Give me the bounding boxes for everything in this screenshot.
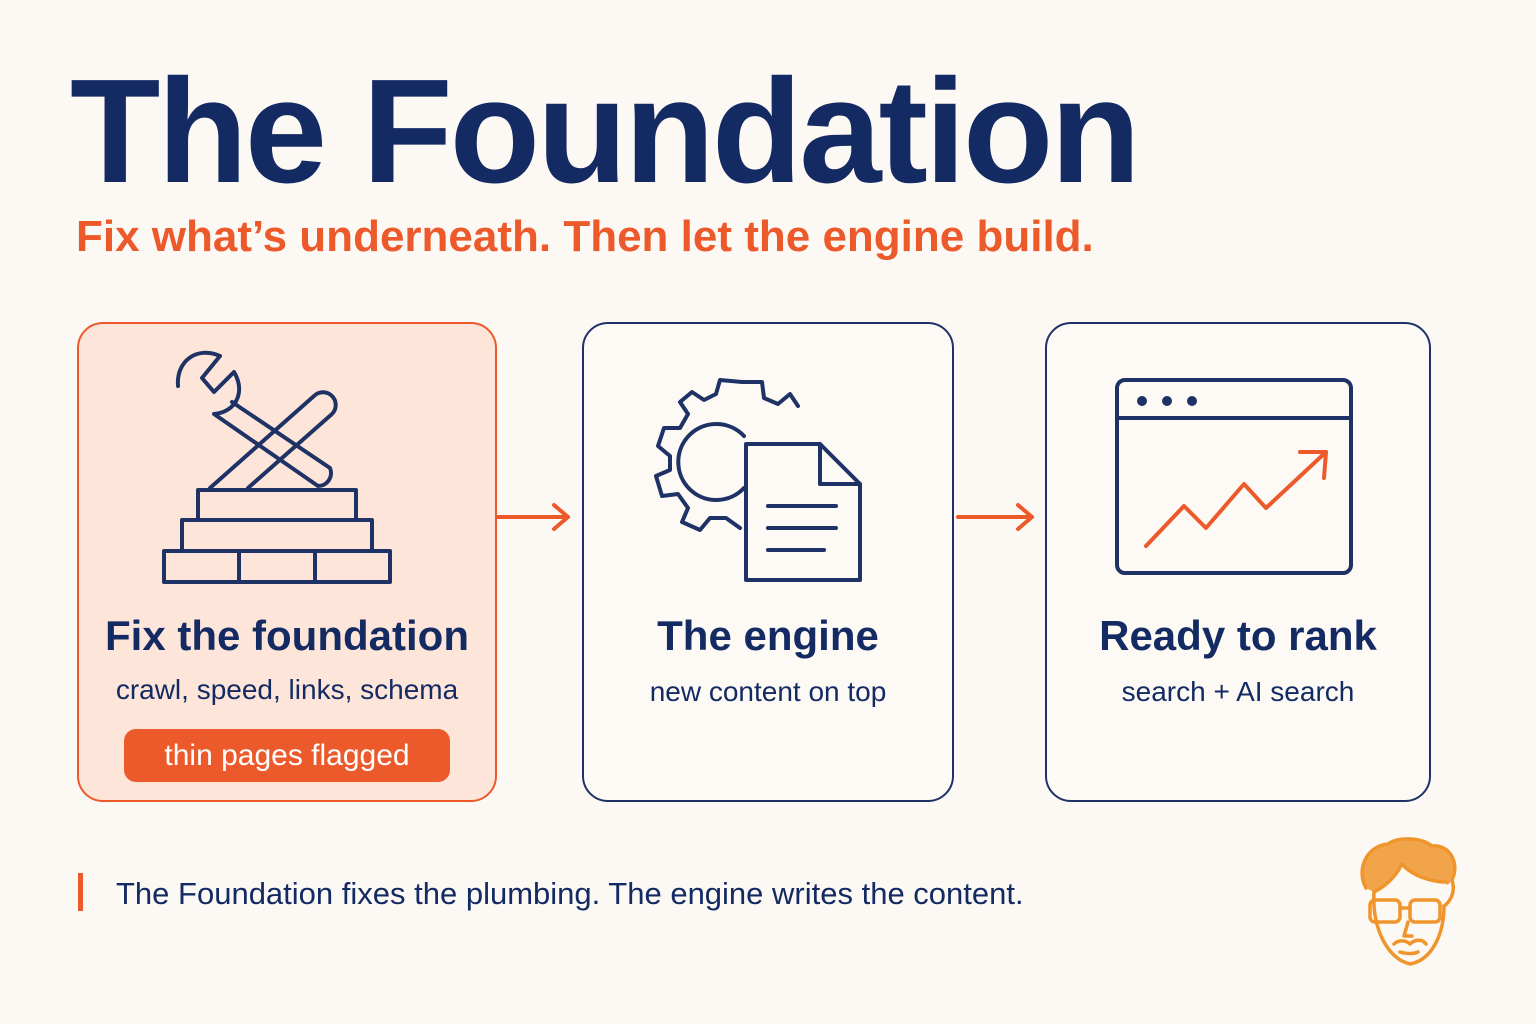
step-subtitle-engine: new content on top [649,676,887,707]
footer-accent-bar [78,873,83,911]
arrow-right-icon [956,503,1034,531]
step-subtitle-fix-foundation: crawl, speed, links, schema [115,674,459,705]
thin-pages-badge: thin pages flagged [124,729,450,782]
mascot-face-icon [1360,837,1457,966]
step-card-ready-to-rank [1045,322,1431,802]
step-card-engine [582,322,954,802]
arrow-right-icon [496,503,570,531]
step-title-ready-to-rank: Ready to rank [1099,612,1377,659]
step-subtitle-ready-to-rank: search + AI search [1121,676,1355,707]
step-title-fix-foundation: Fix the foundation [105,612,469,659]
page-title: The Foundation [70,49,1141,214]
step-title-engine: The engine [657,612,879,659]
footer-caption: The Foundation fixes the plumbing. The e… [116,876,1024,911]
page-subtitle: Fix what’s underneath. Then let the engi… [76,212,1094,261]
